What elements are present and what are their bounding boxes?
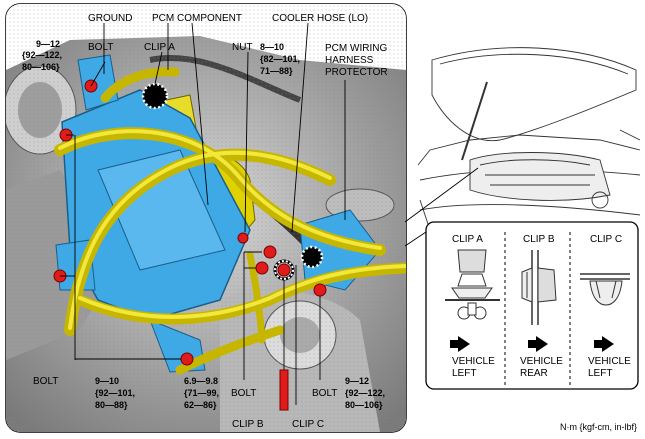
clip-c-direction-2: LEFT [588,368,612,379]
label-cooler-hose: COOLER HOSE (LO) [272,13,368,24]
clip-b-direction-2: REAR [520,368,548,379]
arrow-left-icon [594,336,614,352]
torque-top-left-3: 80—106} [22,62,60,72]
label-nut: NUT [232,42,253,53]
clip-b-drawing [521,250,557,325]
clip-c-direction-1: VEHICLE [588,356,631,367]
torque-bottom-mid-3: 62—86} [184,400,217,410]
clip-c-marker [300,245,324,269]
clip-a-direction-2: LEFT [452,368,476,379]
main-photo: GROUND PCM COMPONENT COOLER HOSE (LO) 9—… [5,3,407,433]
clip-a-drawing [445,249,500,320]
arrow-left-icon [450,336,470,352]
leader-lines [60,22,346,405]
label-pcm-wiring-2: HARNESS [325,55,374,66]
clip-b-marker [273,259,295,281]
clip-c-drawing [580,273,630,306]
bolt-marker [277,263,291,277]
label-bolt-left: BOLT [33,376,58,387]
vehicle-sketch [417,47,641,231]
bolt-marker [180,352,194,366]
label-clip-b: CLIP B [232,419,264,430]
label-clip-c: CLIP C [292,419,324,430]
clip-a-title: CLIP A [452,234,483,245]
callout-line [404,167,479,223]
arrow-left-icon [528,336,548,352]
label-pcm-wiring-3: PROTECTOR [325,67,388,78]
torque-bottom-left-3: 80—88} [95,400,128,410]
nut-marker [237,232,249,244]
clip-c-title: CLIP C [590,234,622,245]
torque-bottom-right-2: {92—122, [345,388,385,398]
torque-nut-1: 8—10 [260,42,284,52]
clip-detail-panel: CLIP A VEHICLE LEFT CLIP B VEHICLE REAR … [425,221,639,390]
torque-bottom-mid-2: {71—99, [184,388,219,398]
label-bolt-mid: BOLT [231,388,256,399]
label-bolt-top: BOLT [88,42,113,53]
torque-bottom-right-1: 9—12 [345,376,369,386]
torque-bottom-left-2: {92—101, [95,388,135,398]
torque-top-left-1: 9—12 [36,39,60,49]
bolt-marker [313,283,327,297]
units-note: N·m {kgf-cm, in-lbf} [560,422,637,432]
bolt-marker [255,261,269,275]
label-bolt-right: BOLT [312,388,337,399]
torque-bottom-right-3: 80—106} [345,400,383,410]
torque-nut-3: 71—88} [260,66,293,76]
label-pcm-component: PCM COMPONENT [152,13,242,24]
label-ground: GROUND [88,13,132,24]
clip-b-leader-marker [279,369,289,411]
torque-nut-2: {82—101, [260,54,300,64]
label-clip-a: CLIP A [144,42,175,53]
clip-b-direction-1: VEHICLE [520,356,563,367]
bolt-marker [263,245,277,259]
clip-a-marker [141,82,169,110]
clip-a-direction-1: VEHICLE [452,356,495,367]
torque-top-left-2: {92—122, [22,50,62,60]
torque-bottom-mid-1: 6.9—9.8 [184,376,218,386]
clip-b-title: CLIP B [523,234,555,245]
label-pcm-wiring-1: PCM WIRING [325,43,387,54]
torque-bottom-left-1: 9—10 [95,376,119,386]
